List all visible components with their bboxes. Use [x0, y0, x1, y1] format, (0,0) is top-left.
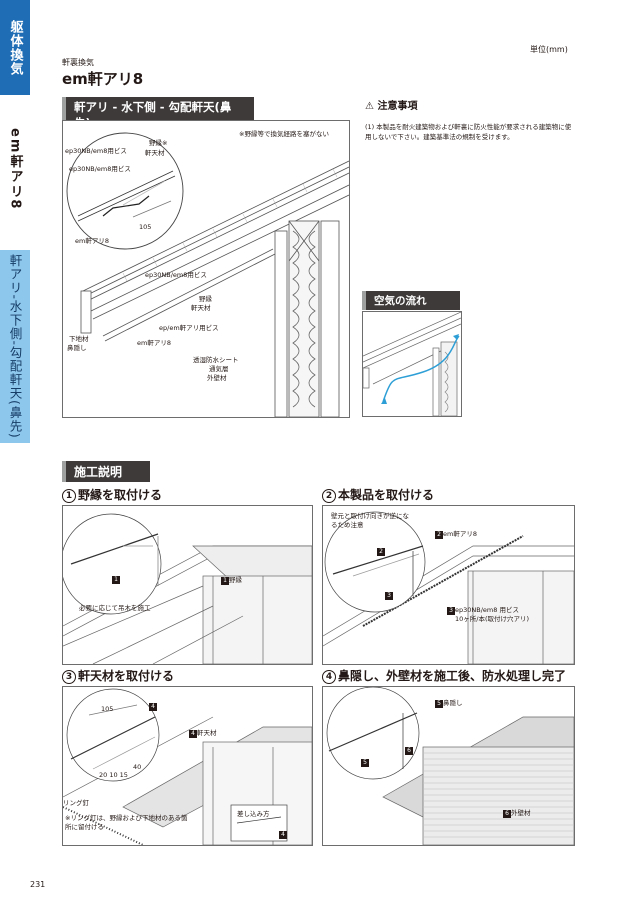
label-sheet: 透湿防水シート — [193, 356, 239, 364]
unit-label: 単位(mm) — [530, 45, 568, 54]
step-3-dim-40: 40 — [133, 763, 142, 771]
caution-title-row: ⚠ 注意事項 — [365, 97, 417, 112]
step-4-tag-6: 6 — [405, 747, 413, 755]
airflow-heading: 空気の流れ — [362, 291, 460, 310]
caution-title: 注意事項 — [377, 101, 418, 112]
caution-item: (1) 本製品を耐火建築物および軒裏に防火性能が要求される建築物に使用しないで下… — [365, 123, 572, 141]
step-1-tag: 1 — [112, 576, 120, 584]
label-dim-105: 105 — [139, 223, 152, 231]
eaves-section-drawing — [66, 132, 349, 417]
step-3-dim-105: 105 — [101, 705, 114, 713]
step-2-drawing — [323, 511, 574, 664]
label-screw-ep: ep/em軒アリ用ビス — [159, 324, 219, 332]
label-nokuten-top: 軒天材 — [145, 149, 165, 157]
step-4-number: 4 — [322, 670, 336, 684]
step-1-drawing — [63, 513, 312, 664]
page-number: 231 — [30, 880, 46, 889]
product-tab[interactable]: em軒アリ8 — [7, 128, 23, 211]
label-noen-mid: 野縁 — [199, 295, 212, 303]
label-em8-top: em軒アリ8 — [75, 237, 109, 245]
step-1-note: 必要に応じて吊木を施工 — [79, 604, 151, 612]
label-noen-top: 野縁※ — [149, 139, 168, 147]
step-2-number: 2 — [322, 489, 336, 503]
step-3-tag: 3 — [385, 592, 393, 600]
label-screw-ep30b: ep30NB/em8用ビス — [69, 165, 131, 173]
label-nokuten-mid: 軒天材 — [191, 304, 211, 312]
page-title: em軒アリ8 — [62, 70, 144, 88]
page-subtitle: 軒裏換気 — [62, 58, 94, 67]
airflow-figure — [362, 311, 462, 417]
label-hanakakushi: 鼻隠し — [67, 344, 87, 352]
step-3-drawing — [63, 688, 312, 845]
step-4-drawing — [326, 687, 574, 845]
step-3-ring-label: リング釘 — [63, 799, 89, 807]
label-gaiheki: 外壁材 — [207, 374, 227, 382]
step-3-tag-4b: 4 — [279, 831, 287, 839]
section-tab[interactable]: 軒アリ-水下側-勾配軒天(鼻先) — [0, 250, 30, 443]
step-1-number: 1 — [62, 489, 76, 503]
category-tab[interactable]: 躯体換気 — [0, 0, 30, 95]
warning-icon: ⚠ — [365, 101, 374, 112]
step-2-note: 壁元と取付け向きが逆になるため注意 — [331, 512, 409, 529]
step-4-tag-5: 5 — [361, 759, 369, 767]
label-shitaji: 下地材 — [69, 335, 89, 343]
step-3-ring-note: ※リング釘は、野縁および下地材のある箇所に留付ける — [65, 814, 188, 831]
step-3-insert-label: 差し込み方 — [237, 810, 270, 818]
step-3-dims: 20 10 15 — [99, 771, 128, 779]
label-em8-bottom: em軒アリ8 — [137, 339, 171, 347]
step-2-tag: 2 — [377, 548, 385, 556]
eaves-section-figure: ※野縁等で換気経路を塞がない 野縁※ 軒天材 ep30NB/em8用ビス ep3… — [62, 120, 350, 418]
airflow-drawing — [363, 312, 461, 416]
label-screw-ep30: ep30NB/em8用ビス — [65, 147, 127, 155]
construction-heading: 施工説明 — [62, 461, 150, 482]
step-2-screw-note: 10ヶ所/本(取付け穴アリ) — [455, 615, 530, 623]
label-tsukiso: 通気層 — [209, 365, 229, 373]
ventilation-note: ※野縁等で換気経路を塞がない — [239, 130, 329, 138]
step-3-tag-4: 4 — [149, 703, 157, 711]
label-screw-ep30c: ep30NB/em8用ビス — [145, 271, 207, 279]
step-3-number: 3 — [62, 670, 76, 684]
